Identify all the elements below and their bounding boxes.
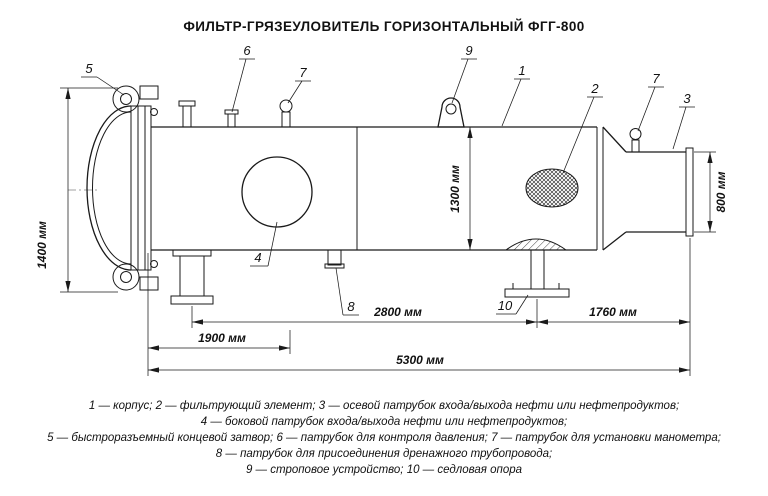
callout-6-number: 6 [243, 43, 251, 58]
callout-5-number: 5 [85, 61, 93, 76]
vent-stub [178, 100, 196, 128]
callout-7-right-number: 7 [652, 71, 660, 86]
callout-7-right: 7 [637, 71, 664, 132]
manometer-nozzle-right [629, 128, 642, 153]
dimension-span-front: 2800 мм [192, 305, 537, 325]
callout-8-number: 8 [347, 299, 355, 314]
callout-6: 6 [231, 43, 255, 113]
callout-2-number: 2 [590, 81, 599, 96]
dimension-shell-diameter: 1300 мм [448, 127, 473, 250]
dimension-nozzle-diameter: 800 мм [707, 152, 728, 232]
callout-5: 5 [81, 61, 125, 96]
legend-line-5: 9 — строповое устройство; 10 — седловая … [246, 464, 522, 476]
callout-10-number: 10 [498, 298, 513, 313]
saddle-support [504, 238, 570, 298]
extension-lines [60, 87, 716, 376]
callout-7-left-number: 7 [299, 65, 307, 80]
callout-3-number: 3 [683, 91, 691, 106]
drawing-title: ФИЛЬТР-ГРЯЗЕУЛОВИТЕЛЬ ГОРИЗОНТАЛЬНЫЙ ФГГ… [183, 19, 584, 34]
dim-span-rear: 1760 мм [589, 305, 637, 319]
callout-7-left: 7 [287, 65, 311, 104]
dim-overall-height: 1400 мм [35, 221, 49, 269]
legend-line-3: 5 — быстроразъемный концевой затвор; 6 —… [47, 432, 721, 444]
callout-3: 3 [672, 91, 695, 150]
legend-line-4: 8 — патрубок для присоединения дренажног… [216, 448, 552, 460]
callout-10: 10 [496, 294, 529, 315]
callout-8: 8 [335, 267, 359, 316]
callout-1-number: 1 [518, 63, 525, 78]
pressure-control-nozzle [224, 109, 239, 128]
filter-element [525, 168, 579, 208]
dimension-span-rear: 1760 мм [537, 305, 690, 325]
legend-line-1: 1 — корпус; 2 — фильтрующий элемент; 3 —… [89, 400, 679, 412]
dim-overall-length: 5300 мм [396, 353, 444, 367]
legend-line-2: 4 — боковой патрубок входа/выхода нефти … [201, 416, 568, 428]
callout-9-number: 9 [465, 43, 472, 58]
dim-nozzle-diameter: 800 мм [714, 171, 728, 212]
callout-4-number: 4 [254, 250, 261, 265]
manometer-nozzle-left [279, 99, 293, 128]
lifting-lug [437, 97, 465, 128]
side-nozzle [241, 156, 313, 228]
quick-opening-closure [112, 85, 159, 291]
front-support-leg [170, 249, 214, 305]
left-head [86, 105, 132, 271]
dimension-overall-length: 5300 мм [148, 353, 690, 373]
drain-nozzle [324, 249, 345, 269]
dimension-span-closure: 1900 мм [148, 331, 290, 351]
legend: 1 — корпус; 2 — фильтрующий элемент; 3 —… [47, 400, 721, 476]
callout-1: 1 [501, 63, 530, 127]
dim-span-closure: 1900 мм [198, 331, 246, 345]
dim-shell-diameter: 1300 мм [448, 165, 462, 213]
dim-span-front: 2800 мм [373, 305, 422, 319]
callout-9: 9 [451, 43, 477, 104]
callout-2: 2 [562, 81, 603, 174]
dimension-overall-height: 1400 мм [35, 88, 71, 292]
callout-4: 4 [250, 221, 278, 267]
axial-nozzle [602, 126, 694, 251]
